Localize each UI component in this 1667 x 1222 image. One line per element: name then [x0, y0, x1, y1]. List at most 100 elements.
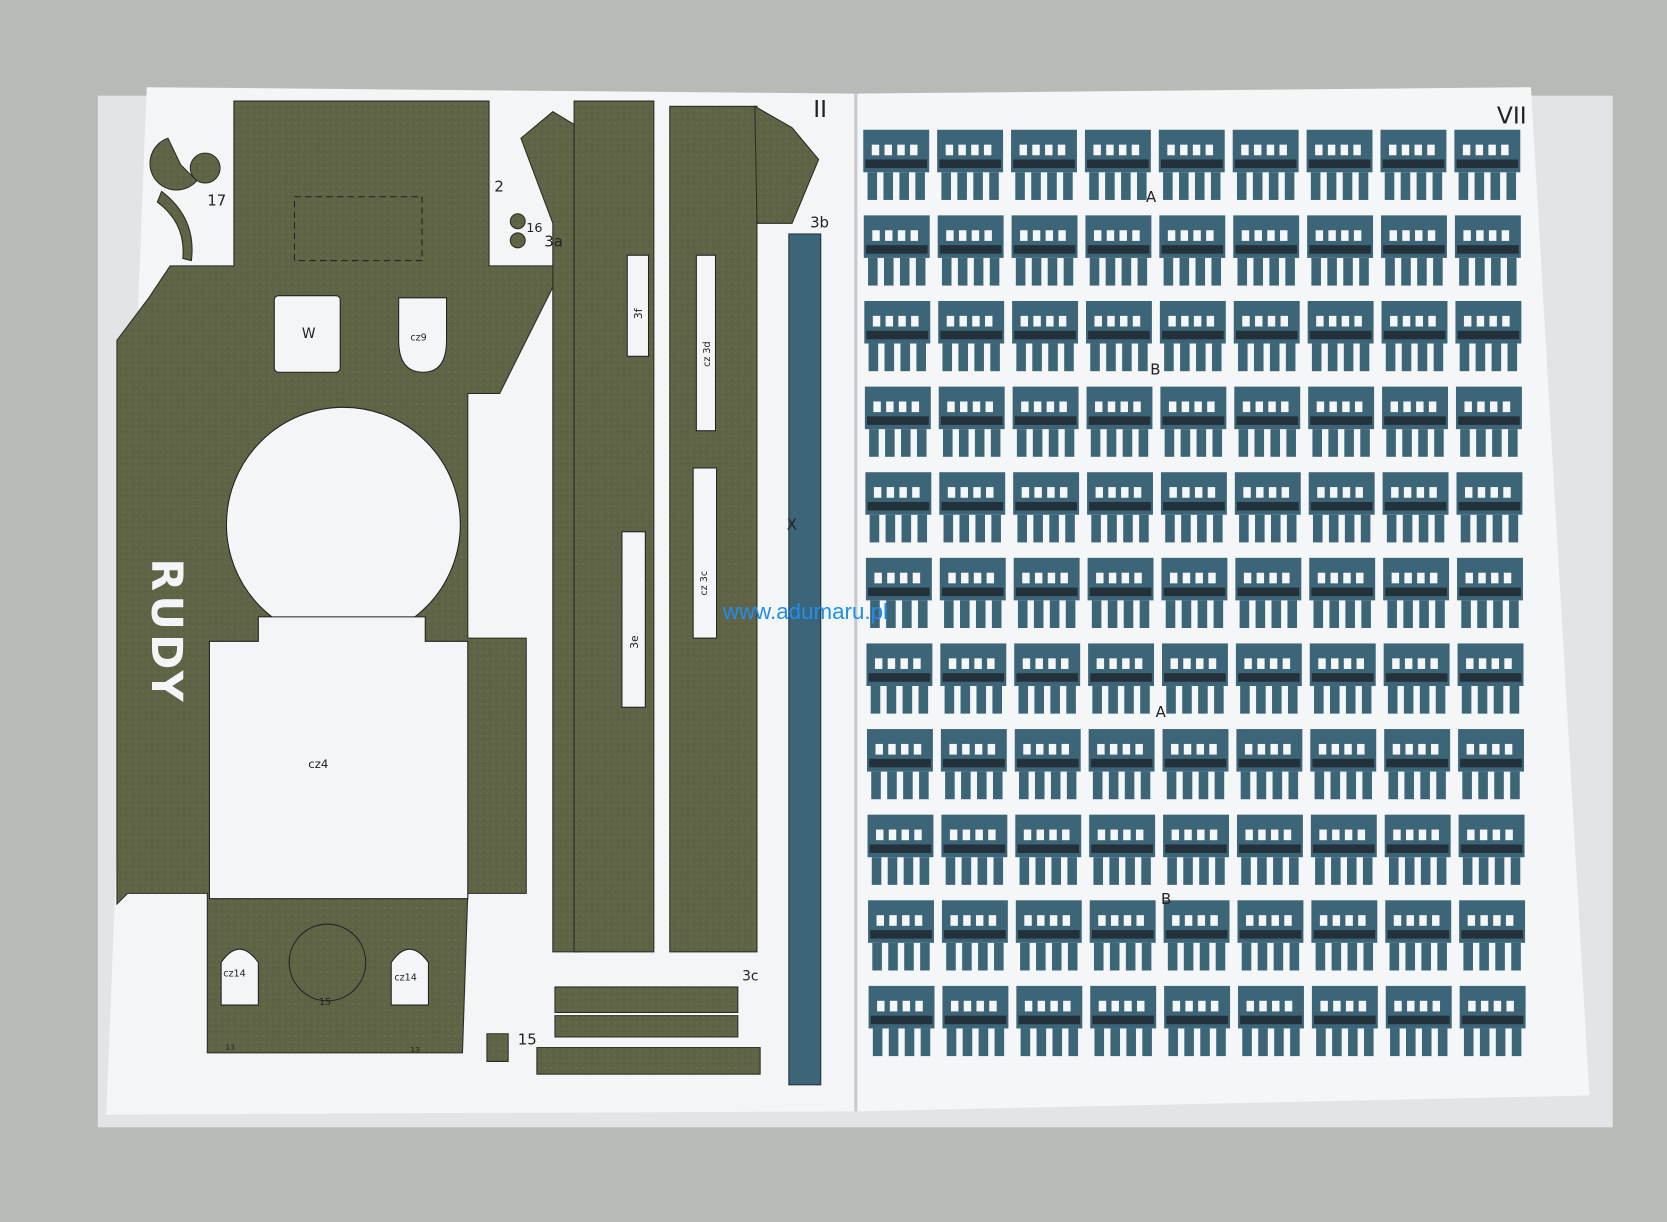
track-link: [1233, 215, 1300, 286]
track-link: [1309, 643, 1376, 714]
label-13-right: 13: [410, 1045, 420, 1054]
hull-cutouts: [208, 196, 718, 1006]
track-link: [1311, 900, 1378, 971]
part-16-b: [509, 232, 526, 249]
track-link: [938, 386, 1005, 457]
hull-labels: II 17 2 16 3a 3b W cz9 3f cz 3d cz 3c 3e…: [141, 95, 829, 1054]
track-link: [1012, 386, 1079, 457]
track-link: [1013, 557, 1080, 629]
track-link: [1162, 643, 1228, 714]
track-link: [1238, 985, 1304, 1057]
track-link: [1455, 386, 1522, 457]
rear-hatch: [288, 923, 367, 1002]
track-link: [865, 472, 932, 543]
track-link: [1089, 814, 1156, 885]
part-16-a: [509, 213, 526, 230]
track-link: [939, 557, 1006, 629]
track-link: [1381, 215, 1447, 286]
track-link: [1459, 985, 1526, 1057]
track-link: [866, 729, 933, 800]
label-cz3d: cz 3d: [702, 341, 713, 366]
track-link: [941, 814, 1008, 885]
label-2: 2: [494, 177, 503, 195]
part-17-crescent: [149, 137, 198, 191]
track-link: [1385, 900, 1452, 971]
track-link: [1159, 215, 1226, 286]
label-cz14-right: cz14: [394, 973, 416, 984]
track-link: [1457, 557, 1523, 629]
track-link: [1232, 129, 1299, 200]
track-link-grid: [863, 129, 1526, 1057]
label-3b: 3b: [810, 214, 829, 232]
track-link: [1015, 814, 1082, 885]
hull-name-rudy: RUDY: [141, 558, 190, 705]
part-3c-strip-1: [554, 986, 739, 1014]
track-link: [1085, 300, 1152, 372]
track-link: [940, 643, 1007, 714]
track-link: [1456, 472, 1523, 543]
track-link: [1236, 814, 1303, 885]
label-16: 16: [526, 221, 542, 236]
track-link: [937, 215, 1004, 286]
track-link: [1158, 129, 1225, 200]
track-link: [1308, 472, 1375, 543]
marker-a-2: A: [1156, 703, 1167, 721]
track-link: [1458, 729, 1525, 800]
track-link: [1384, 814, 1451, 885]
label-15: 15: [518, 1030, 537, 1048]
arch-left: [220, 948, 259, 1006]
track-link: [1459, 900, 1526, 971]
cutout-3c: [692, 467, 718, 639]
track-link: [1308, 386, 1375, 457]
label-w: W: [302, 326, 316, 342]
turret-ring: [225, 406, 461, 642]
track-link: [1234, 472, 1301, 543]
track-link: [1160, 386, 1227, 457]
label-cz4: cz4: [308, 757, 328, 771]
marker-a-1: A: [1146, 188, 1157, 206]
track-link: [1380, 129, 1447, 200]
track-link: [1087, 557, 1154, 629]
part-17-arc: [156, 190, 193, 262]
label-cz14-left: cz14: [223, 968, 245, 979]
track-link: [868, 985, 935, 1057]
track-link: [1454, 215, 1521, 286]
track-link: [1086, 386, 1153, 457]
track-link: [1014, 643, 1081, 714]
track-link: [1233, 300, 1300, 372]
track-link: [1454, 129, 1521, 200]
track-link: [1455, 300, 1522, 372]
track-link: [1011, 215, 1078, 286]
track-link: [1383, 643, 1450, 714]
track-link: [1085, 215, 1152, 286]
hatch-cz9: [398, 297, 448, 373]
label-17: 17: [207, 191, 226, 209]
track-link: [1159, 300, 1226, 372]
hatch-w: [273, 295, 341, 373]
part-3c-strip-3: [536, 1047, 761, 1075]
track-link: [1236, 729, 1303, 800]
marker-b-2: B: [1161, 890, 1171, 908]
track-link: [942, 985, 1009, 1057]
part-17-vent: [189, 152, 221, 184]
track-link: [1163, 814, 1229, 885]
track-link: [1088, 643, 1155, 714]
track-strip: [788, 233, 822, 1086]
track-link: [1163, 900, 1230, 971]
track-link: [940, 729, 1007, 800]
track-link: [1310, 729, 1377, 800]
track-link: [1237, 900, 1304, 971]
arch-right: [390, 948, 429, 1006]
track-link: [1235, 557, 1302, 629]
track-link: [937, 129, 1004, 200]
track-link: [939, 472, 1006, 543]
track-link: [1306, 129, 1373, 200]
label-3f: 3f: [632, 308, 645, 319]
cutout-3e: [621, 531, 646, 708]
track-link: [1382, 386, 1448, 457]
label-13-left: 13: [225, 1043, 235, 1052]
track-link: [1164, 985, 1231, 1057]
track-link: [1162, 729, 1229, 800]
track-link: [1234, 386, 1301, 457]
track-link: [864, 300, 931, 372]
